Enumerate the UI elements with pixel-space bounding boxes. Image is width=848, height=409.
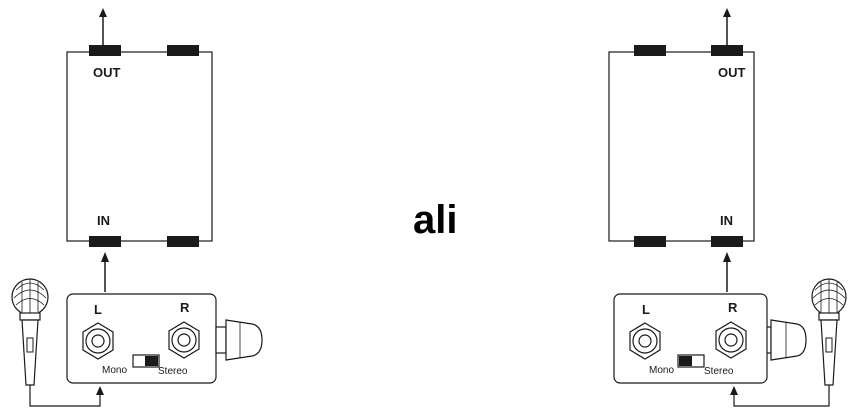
- in-label: IN: [720, 213, 733, 228]
- connector-top-right: [711, 45, 743, 56]
- left-setup: OUT IN L R Mono Stereo: [11, 8, 263, 407]
- switch-stereo-label: Stereo: [158, 366, 188, 377]
- in-label: IN: [97, 213, 110, 228]
- out-label: OUT: [93, 65, 121, 80]
- jack-socket-icon: [715, 321, 747, 359]
- output-arrow: [99, 8, 107, 45]
- connector-top-left: [634, 45, 666, 56]
- microphone-icon: [11, 278, 49, 386]
- knob-icon: [760, 319, 807, 361]
- jack-socket-icon: [168, 321, 200, 359]
- switch-stereo-label: Stereo: [704, 366, 734, 377]
- device-box: [608, 51, 755, 242]
- device-box: [66, 51, 213, 242]
- di-right-jack-label: R: [728, 300, 738, 315]
- center-word: ali: [413, 198, 457, 242]
- microphone-icon: [811, 278, 847, 386]
- arrow-up-icon: [730, 386, 738, 395]
- switch-mono-label: Mono: [102, 365, 127, 376]
- di-left-jack-label: L: [642, 302, 650, 317]
- cable: [29, 385, 101, 407]
- connector-bottom-right: [167, 236, 199, 247]
- di-box: [613, 293, 768, 384]
- connector-bottom-right: [711, 236, 743, 247]
- input-arrow: [101, 252, 109, 292]
- input-arrow: [723, 252, 731, 292]
- connector-top-right: [167, 45, 199, 56]
- jack-socket-icon: [629, 322, 661, 360]
- out-label: OUT: [718, 65, 746, 80]
- right-setup: OUT IN L R Mono: [608, 8, 847, 407]
- connector-top-left: [89, 45, 121, 56]
- cable: [733, 385, 830, 407]
- knob-icon: [215, 319, 263, 361]
- di-right-jack-label: R: [180, 300, 190, 315]
- connector-bottom-left: [89, 236, 121, 247]
- toggle-switch-icon: [132, 354, 160, 368]
- toggle-switch-icon: [677, 354, 705, 368]
- jack-socket-icon: [82, 322, 114, 360]
- di-left-jack-label: L: [94, 302, 102, 317]
- switch-mono-label: Mono: [649, 365, 674, 376]
- arrow-up-icon: [96, 386, 104, 395]
- connector-bottom-left: [634, 236, 666, 247]
- output-arrow: [723, 8, 731, 45]
